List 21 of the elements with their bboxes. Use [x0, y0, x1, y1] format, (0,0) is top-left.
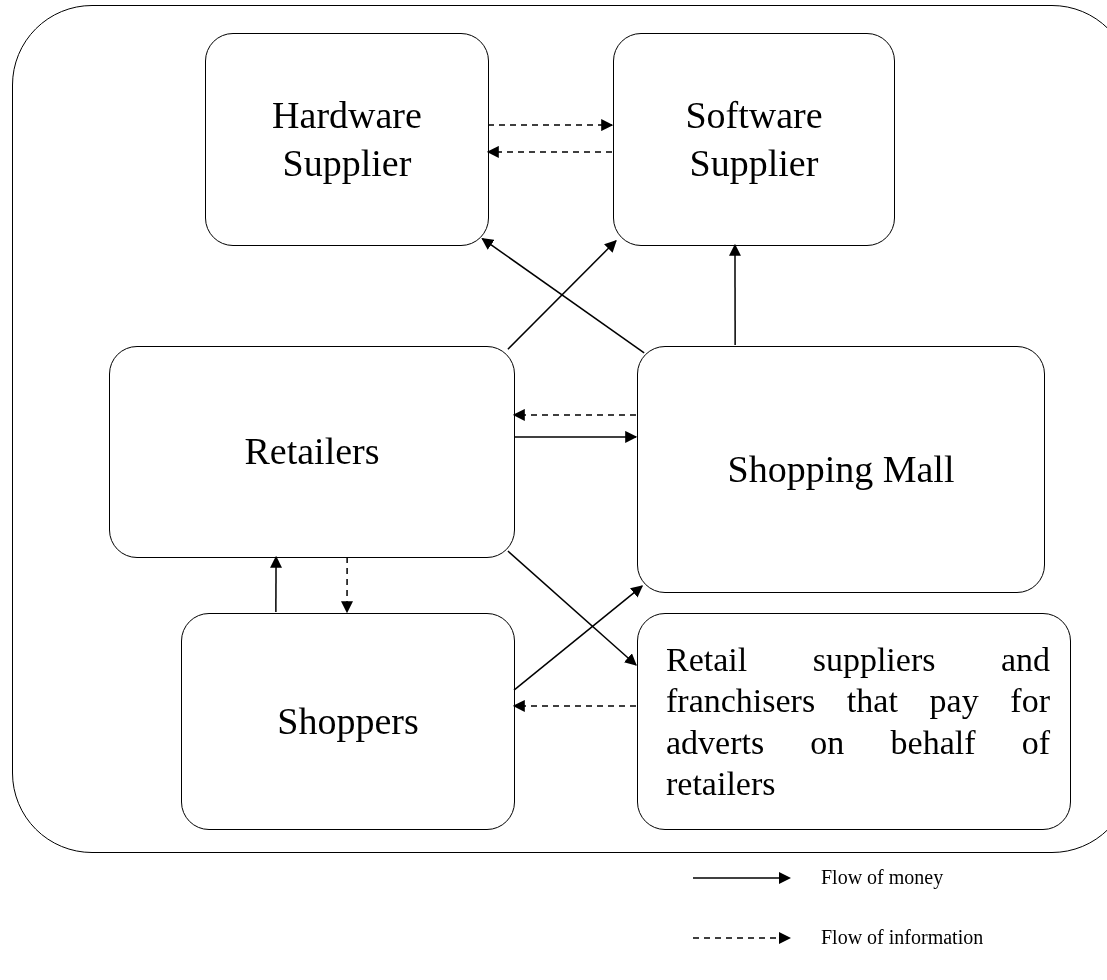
arrow [513, 585, 644, 691]
node-label: Shopping Mall [727, 446, 955, 492]
arrow [487, 119, 614, 132]
rounded-box [205, 33, 489, 246]
node-label: Retailers [244, 429, 380, 475]
node-label: Hardware Supplier [271, 93, 423, 186]
rounded-box [637, 346, 1045, 593]
arrow [507, 239, 617, 350]
arrow [341, 556, 354, 614]
arrow [513, 430, 638, 443]
legend-text: Flow of money [821, 866, 944, 889]
rounded-box [109, 346, 515, 558]
node-label: Software Supplier [684, 93, 824, 186]
rounded-box [613, 33, 895, 246]
node-label: Retail suppliers and franchisers that pay for adverts on behalf of retailers [666, 639, 1050, 804]
node-label: Shoppers [277, 698, 419, 744]
legend-text: Flow of information [821, 926, 984, 949]
rounded-box [637, 613, 1071, 830]
rounded-box [181, 613, 515, 830]
arrow [507, 550, 637, 666]
arrow [481, 237, 645, 354]
